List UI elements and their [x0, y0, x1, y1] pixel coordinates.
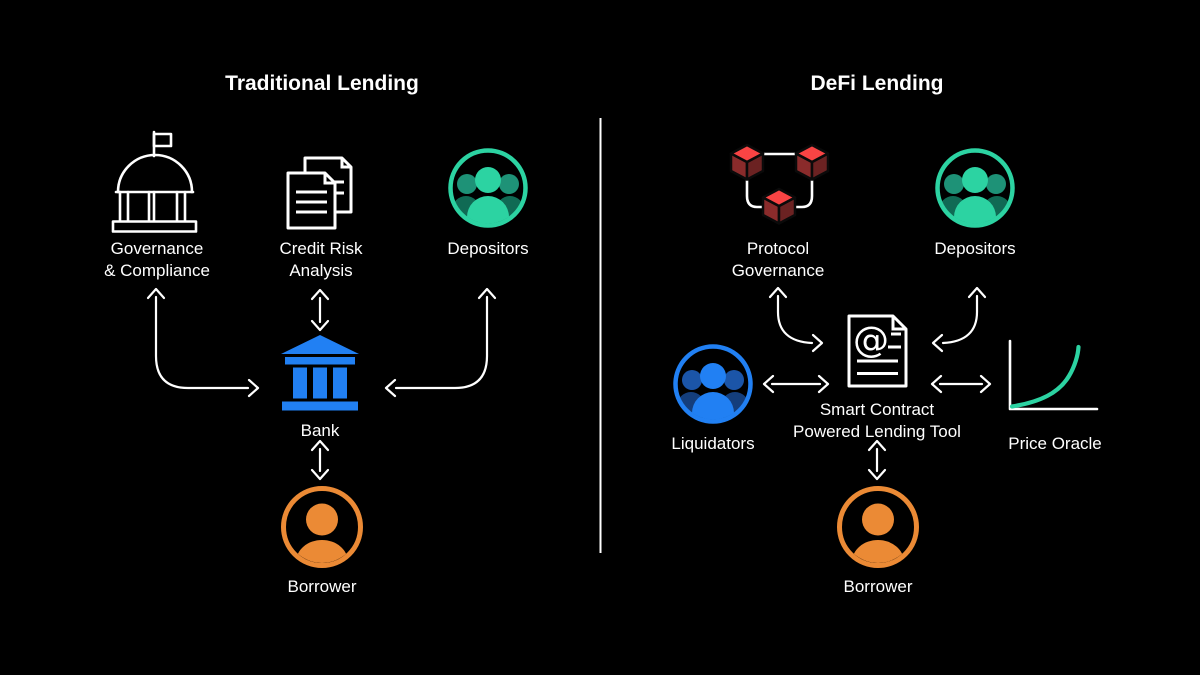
depositors-people-icon	[451, 151, 526, 239]
liquidators-people-icon	[673, 344, 753, 424]
label-borrower-right: Borrower	[843, 577, 913, 596]
arrow-liquidators-smart-contract	[762, 374, 830, 394]
label-liquidators: Liquidators	[671, 434, 755, 453]
label-price-oracle: Price Oracle	[1008, 434, 1102, 453]
documents-icon	[286, 156, 353, 230]
arrow-smart-contract-price-oracle	[930, 374, 992, 394]
label-borrower-left: Borrower	[287, 577, 357, 596]
price-curve-icon	[1008, 339, 1099, 411]
arrow-depositors-smart-contract	[931, 286, 987, 353]
label-protocol-governance: Protocol Governance	[731, 239, 825, 280]
label-credit-risk-analysis: Credit Risk Analysis	[279, 239, 363, 280]
arrow-smart-contract-borrower	[867, 439, 887, 481]
bank-building-icon	[281, 335, 359, 411]
arrow-bank-borrower	[310, 439, 330, 481]
government-building-icon	[111, 130, 198, 233]
left-panel-title: Traditional Lending	[225, 72, 419, 95]
borrower-person-icon	[281, 486, 363, 568]
label-depositors-right: Depositors	[934, 239, 1016, 258]
arrow-depositors-bank	[384, 287, 497, 398]
label-smart-contract: Smart Contract Powered Lending Tool	[793, 400, 961, 441]
arrow-credit-risk-bank	[310, 288, 330, 332]
label-bank: Bank	[300, 421, 340, 440]
right-panel-title: DeFi Lending	[810, 72, 944, 95]
arrow-protocol-governance-smart-contract	[768, 286, 824, 353]
label-governance-compliance: Governance & Compliance	[104, 239, 210, 280]
borrower-person-icon	[837, 486, 919, 568]
label-depositors-left: Depositors	[447, 239, 529, 258]
arrow-governance-bank	[146, 287, 260, 398]
linked-cubes-icon	[729, 143, 830, 225]
at-symbol-glyph: @	[853, 320, 889, 361]
depositors-people-icon	[938, 151, 1013, 239]
smart-contract-document-icon: @	[847, 314, 908, 388]
